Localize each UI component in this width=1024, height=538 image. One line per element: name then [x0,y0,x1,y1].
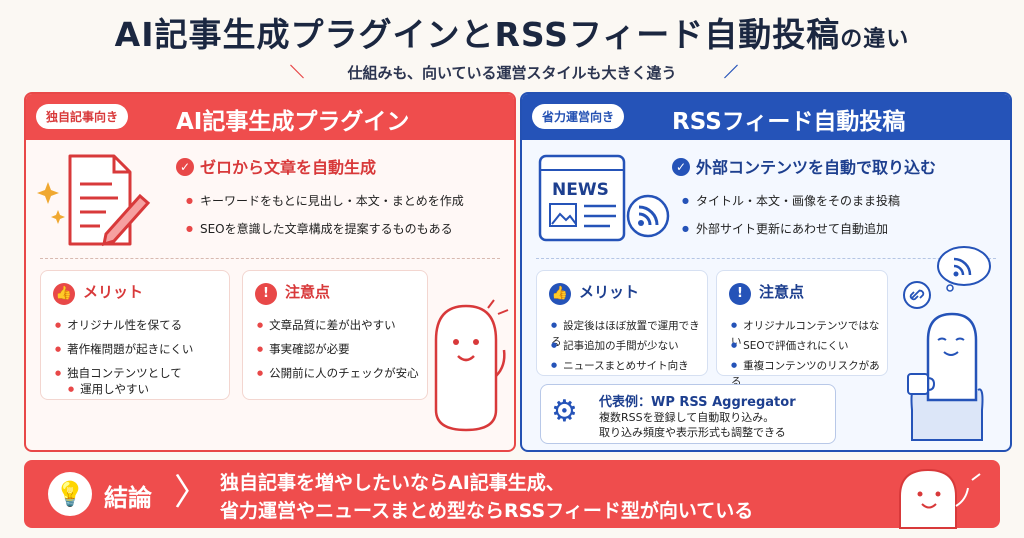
divider [536,258,996,259]
example-box: ⚙ 代表例：WP RSS Aggregator 複数RSSを登録して自動取り込み… [540,384,836,444]
news-label: NEWS [552,180,609,200]
merit-item-continued: 運用しやすい [68,381,149,397]
link-icon [903,281,931,309]
caution-item: 文章品質に差が出やすい [257,317,396,333]
thumbs-up-icon: 👍 [549,283,571,305]
accent-marks-left: ＼ [290,65,304,81]
check-icon: ✓ [672,158,690,176]
exclamation-icon: ! [729,283,751,305]
example-line: 取り込み頻度や表示形式も調整できる [599,426,786,439]
feature-heading: ✓外部コンテンツを自動で取り込む [672,154,936,178]
merit-box: 👍メリット 設定後はほぼ放置で運用できる 記事追加の手間が少ない ニュースまとめ… [536,270,708,376]
merit-box: 👍メリット オリジナル性を保てる 著作権問題が起きにくい 独自コンテンツとして … [40,270,230,400]
conclusion-line: 独自記事を増やしたいならAI記事生成、 [220,472,565,494]
merit-heading: 👍メリット [53,281,143,305]
feature-bullet: タイトル・本文・画像をそのまま投稿 [682,192,900,209]
accent-marks-right: ／ [724,65,738,81]
document-pen-icon [68,154,151,247]
rss-bubble-icon [937,246,991,292]
caution-item: 重複コンテンツのリスクがある [731,357,887,390]
panel-header: 独自記事向き AI記事生成プラグイン [26,94,514,140]
rss-panel: 省力運営向き RSSフィード自動投稿 NEWS ✓外部コンテンツを自動で取り込む… [520,92,1012,452]
caution-heading: !注意点 [255,281,330,305]
gear-icon: ⚙ [551,394,578,429]
caution-item: 事実確認が必要 [257,341,350,357]
caution-heading: !注意点 [729,281,804,305]
feature-heading: ✓ゼロから文章を自動生成 [176,154,376,178]
feature-bullet: SEOを意識した文章構成を提案するものもある [186,220,453,237]
merit-item: 著作権問題が起きにくい [55,341,193,357]
rss-icon [626,194,670,238]
chevron-right-icon: 〉 [174,472,211,513]
merit-item: 独自コンテンツとして [55,365,182,381]
conclusion-banner: 💡 結論 〉 独自記事を増やしたいならAI記事生成、 省力運営やニュースまとめ型… [24,460,1000,529]
merit-heading: 👍メリット [549,281,639,305]
ai-plugin-panel: 独自記事向き AI記事生成プラグイン ✓ゼロから文章を自動生成 キーワードをもと… [24,92,516,452]
page-subtitle: 仕組みも、向いている運営スタイルも大きく違う [347,64,677,82]
panel-header: 省力運営向き RSSフィード自動投稿 [522,94,1010,140]
caution-box: !注意点 文章品質に差が出やすい 事実確認が必要 公開前に人のチェックが安心 [242,270,428,400]
caution-item: 公開前に人のチェックが安心 [257,365,419,381]
merit-item: 記事追加の手間が少ない [551,337,679,354]
example-line: 複数RSSを登録して自動取り込み。 [599,411,775,424]
lightbulb-icon: 💡 [48,472,92,516]
conclusion-line: 省力運営やニュースまとめ型ならRSSフィード型が向いている [220,500,754,522]
mascot-relaxing-icon [907,312,984,441]
merit-item: ニュースまとめサイト向き [551,357,688,374]
check-icon: ✓ [176,158,194,176]
mascot-icon [899,468,981,529]
thumbs-up-icon: 👍 [53,283,75,305]
news-page-icon [538,154,626,242]
page-title: AI記事生成プラグインとRSSフィード自動投稿の違い [114,15,910,54]
panel-title: RSSフィード自動投稿 [672,109,906,135]
caution-item: SEOで評価されにくい [731,337,848,354]
conclusion-label: 結論 [104,484,152,512]
panel-tag: 省力運営向き [532,104,625,129]
caution-box: !注意点 オリジナルコンテンツではない SEOで評価されにくい 重複コンテンツの… [716,270,888,388]
sparkle-icon [37,182,65,224]
feature-bullet: キーワードをもとに見出し・本文・まとめを作成 [186,192,464,209]
feature-bullet: 外部サイト更新にあわせて自動追加 [682,220,888,237]
exclamation-icon: ! [255,283,277,305]
divider [40,258,500,259]
example-title: 代表例：WP RSS Aggregator [599,395,796,410]
mascot-icon [434,299,509,432]
panel-tag: 独自記事向き [36,104,129,129]
merit-item: オリジナル性を保てる [55,317,182,333]
panel-title: AI記事生成プラグイン [176,109,410,135]
